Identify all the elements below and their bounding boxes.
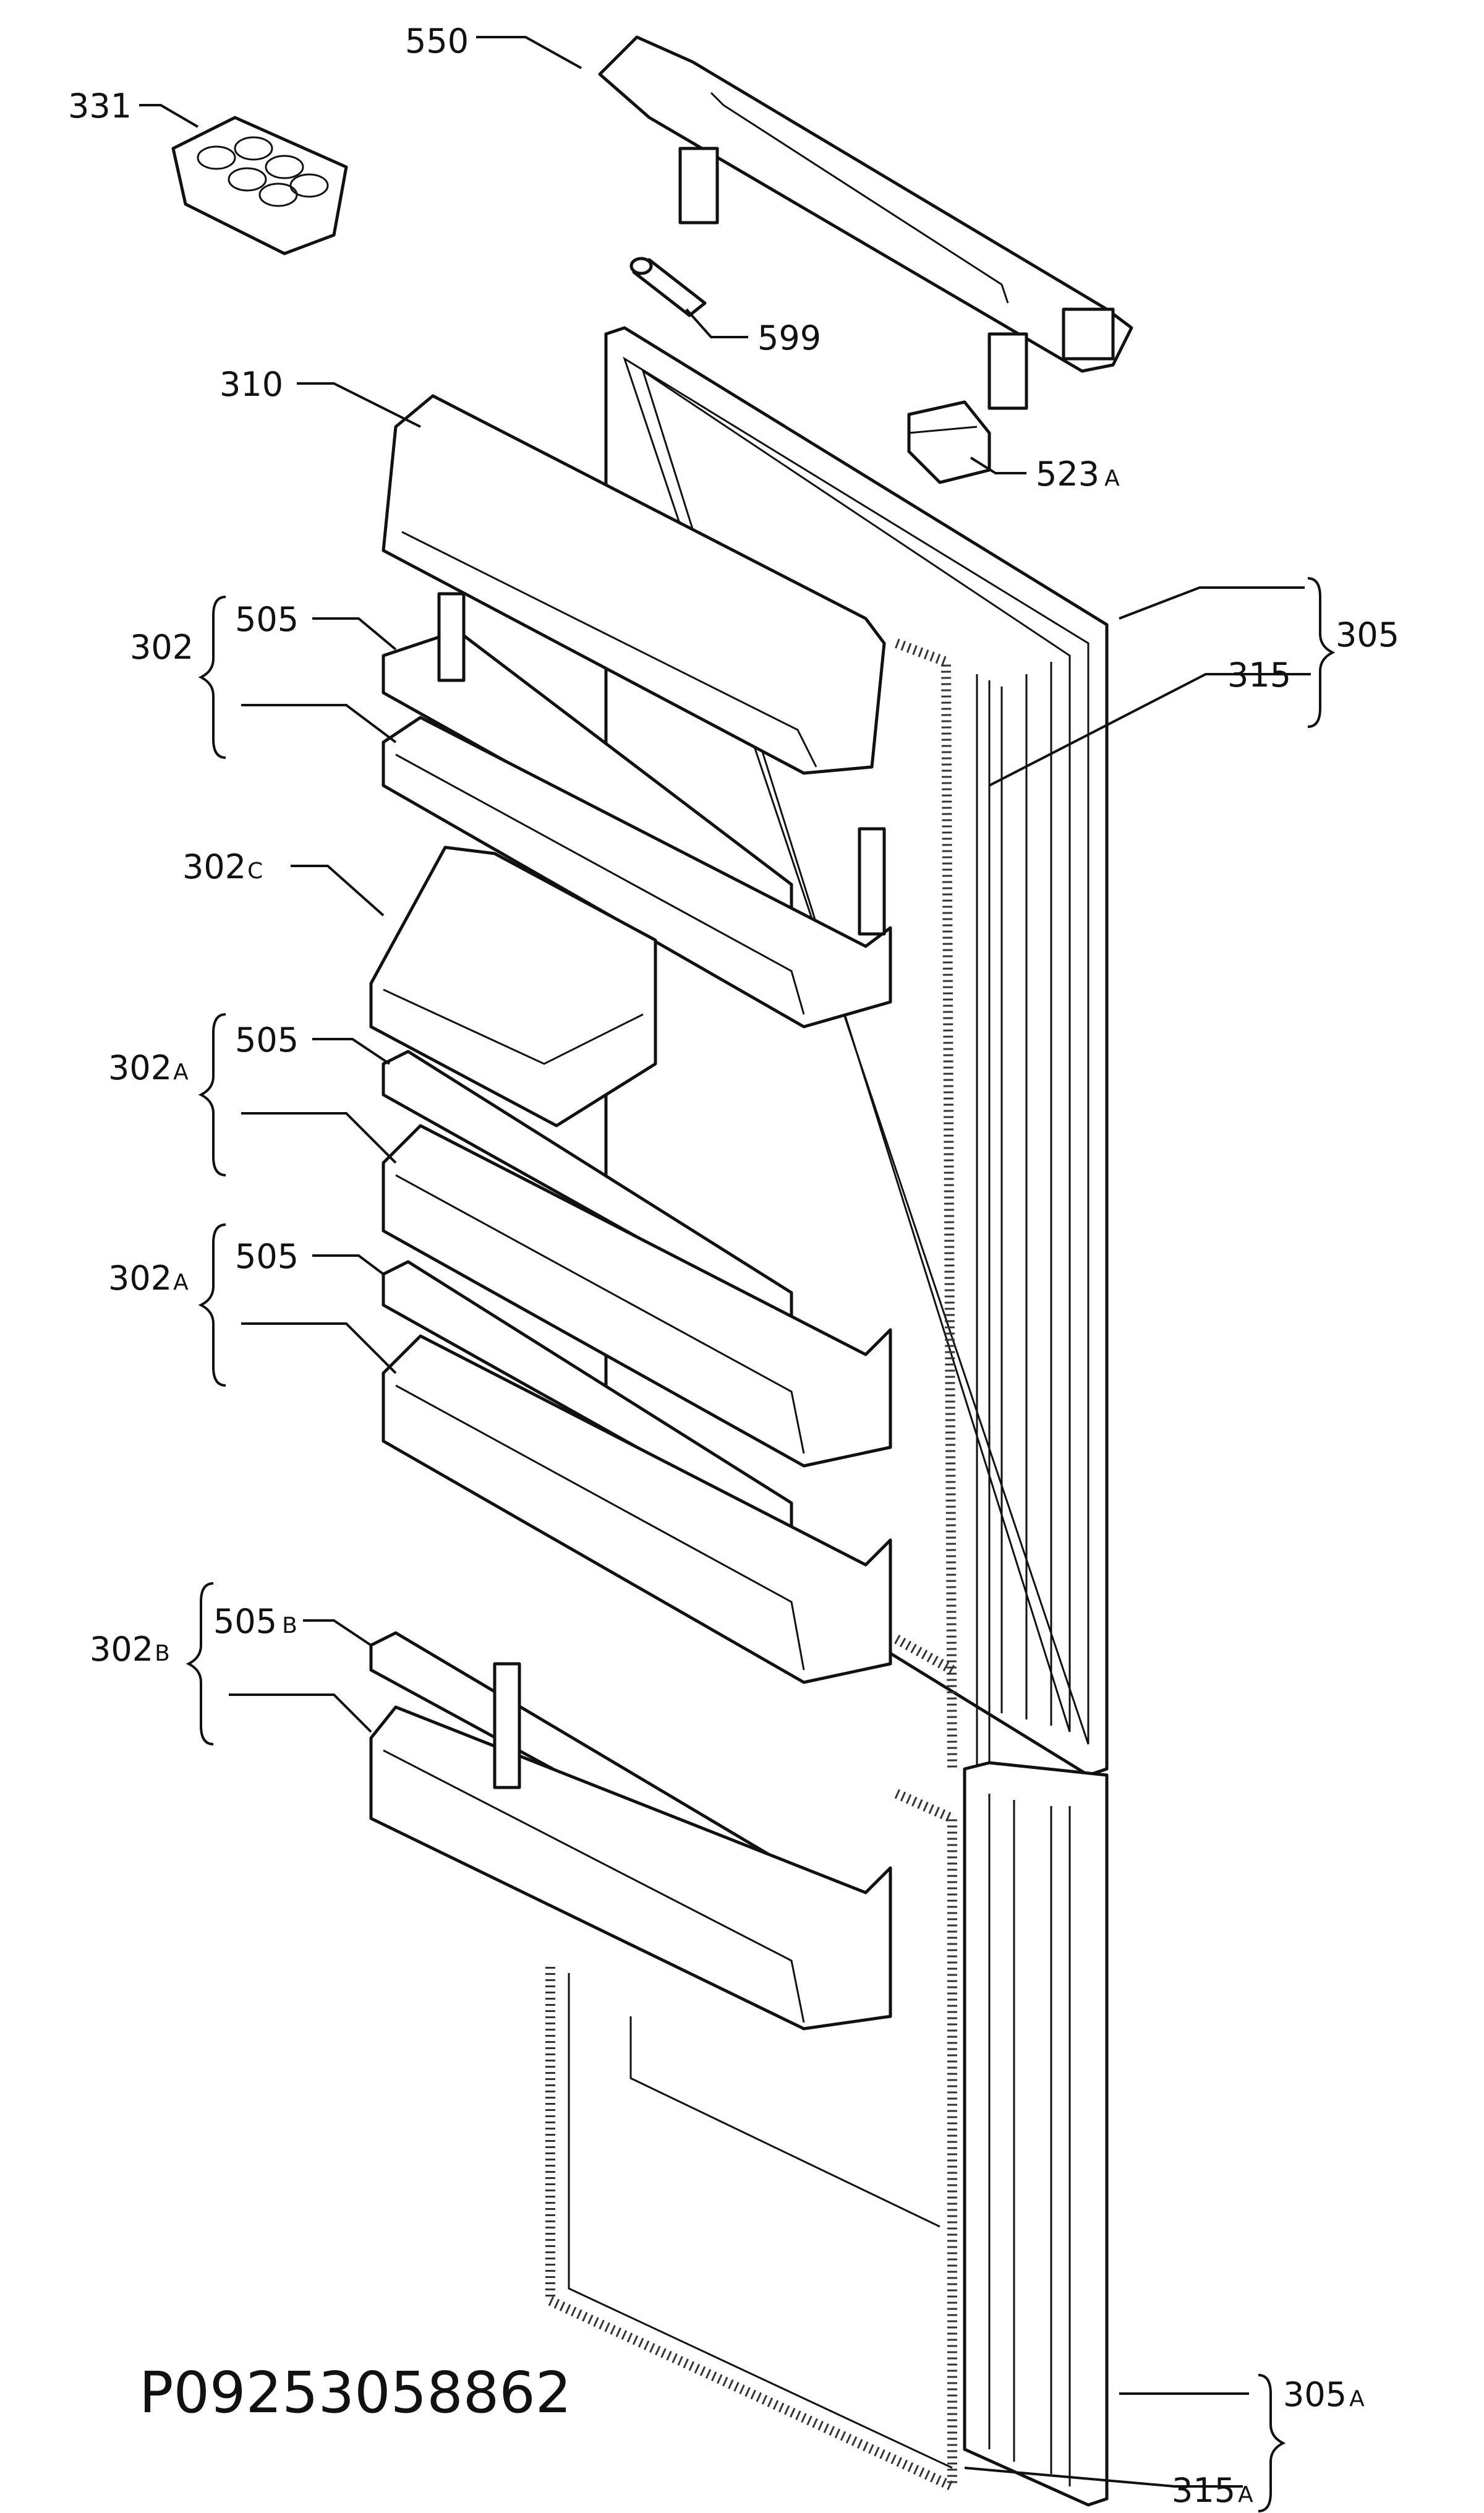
label-305: 305 — [1336, 615, 1399, 654]
label-599: 599 — [757, 319, 821, 357]
door-clip — [907, 400, 991, 484]
label-315: 315 — [1227, 656, 1291, 695]
door-shelf-302a-1 — [382, 1050, 892, 1468]
label-505-first: 505 — [235, 600, 299, 639]
label-505-second: 505 — [235, 1021, 299, 1060]
small-door-box — [369, 846, 657, 1128]
label-302: 302 — [130, 628, 194, 667]
drawing-code: P09253058862 — [139, 2360, 571, 2426]
label-302c: 302C — [182, 847, 263, 886]
label-302a-second: 302A — [108, 1259, 189, 1298]
dairy-compartment — [382, 394, 886, 775]
lower-door-frame — [545, 1761, 1109, 2507]
label-505-third: 505 — [235, 1237, 299, 1276]
braces — [186, 577, 1336, 2512]
upper-door-gasket — [894, 638, 991, 1770]
door-shelf-302b — [369, 1631, 892, 2031]
label-302a-first: 302A — [108, 1048, 189, 1087]
egg-tray — [171, 116, 348, 255]
label-331: 331 — [68, 87, 132, 126]
leader-lines — [139, 36, 1311, 2488]
door-shelf-302 — [382, 592, 892, 1029]
label-550: 550 — [405, 22, 469, 61]
door-shelf-302a-2 — [382, 1260, 892, 1684]
top-hinge-bar — [598, 35, 1133, 410]
hinge-pin — [629, 257, 707, 317]
label-302b: 302B — [90, 1630, 170, 1669]
label-310: 310 — [220, 365, 283, 404]
